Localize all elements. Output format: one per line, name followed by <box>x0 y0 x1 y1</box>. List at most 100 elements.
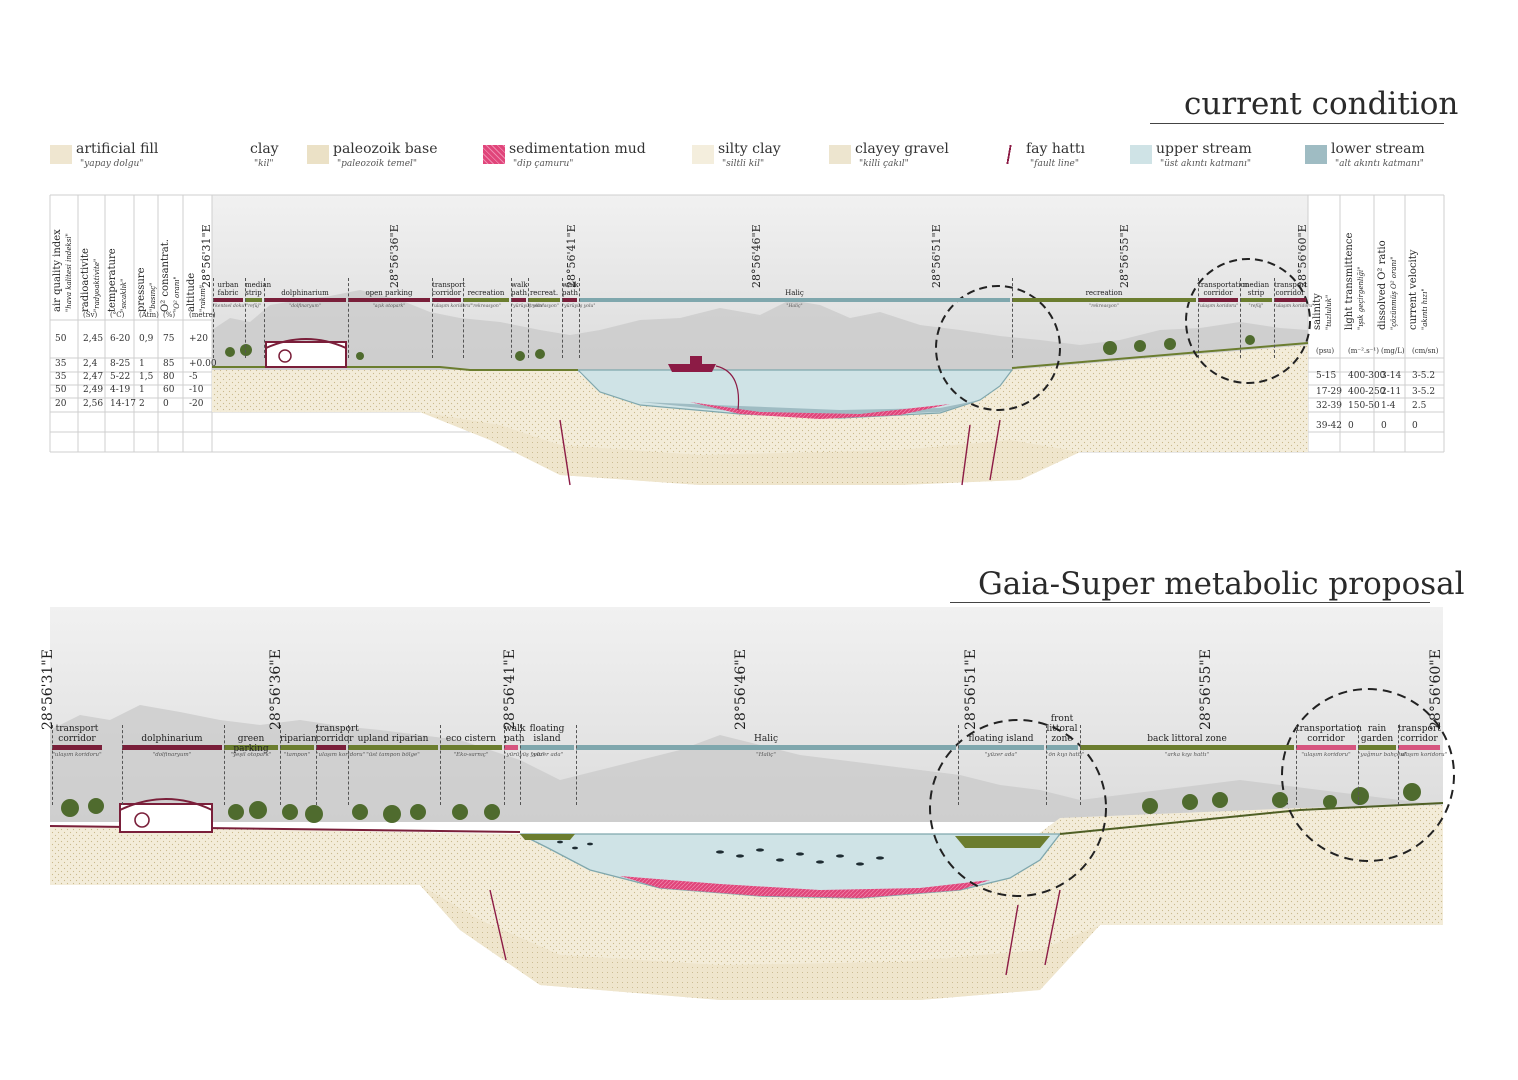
legend-name: silty clay <box>718 141 781 157</box>
proposal-focus-circle-2 <box>1281 688 1455 862</box>
left-unit: (metre) <box>189 311 216 319</box>
zone-divider <box>576 725 577 805</box>
legend-sub: "siltli kil" <box>722 159 765 169</box>
zone-label: transport corridor <box>1398 724 1441 744</box>
zone-sub: "üst tampon bölge" <box>366 752 420 758</box>
left-cell: 80 <box>163 372 175 382</box>
zone-band <box>1012 298 1196 302</box>
zone-divider <box>1046 725 1047 805</box>
zone-divider <box>1240 278 1241 358</box>
zone-sub: "açık otopark" <box>372 304 406 309</box>
left-unit: (Atm) <box>139 311 159 319</box>
proposal-right-slope <box>1059 802 1444 835</box>
left-cell: 6-20 <box>110 334 131 344</box>
left-unit: (°C) <box>110 311 125 319</box>
zone-label: median strip <box>1242 281 1270 297</box>
legend-swatch <box>307 145 329 164</box>
zone-divider <box>1274 278 1275 358</box>
proposal-floating-island-left <box>520 834 575 840</box>
zone-band <box>1198 298 1238 302</box>
right-cell: 0 <box>1412 421 1418 431</box>
zone-band <box>224 745 278 750</box>
zone-sub: "refüj" <box>246 304 261 309</box>
proposal-dolphinarium-building <box>119 798 213 833</box>
right-cell: 39-42 <box>1316 421 1342 431</box>
right-cell: 17-29 <box>1316 387 1342 397</box>
zone-band <box>1080 745 1294 750</box>
legend-sub: "dip çamuru" <box>513 159 574 169</box>
left-cell: 1 <box>139 359 145 369</box>
proposal-city-silhouette <box>50 705 1443 822</box>
zone-divider <box>52 725 53 805</box>
zone-label: median strip <box>245 281 272 297</box>
right-cell: 3-14 <box>1381 371 1402 381</box>
left-cell: 35 <box>55 372 67 382</box>
zone-band <box>1240 298 1272 302</box>
zone-band <box>348 745 438 750</box>
proposal-title-rule <box>950 602 1430 603</box>
zone-label: walk path <box>504 724 526 744</box>
zone-divider <box>348 278 349 358</box>
zone-band <box>316 745 346 750</box>
zone-label: open parking <box>365 289 413 297</box>
zone-sub: "kentsel doku" <box>213 304 247 309</box>
zone-label: green parking <box>233 734 269 754</box>
zone-band <box>562 298 577 302</box>
legend-name: clay <box>250 141 279 157</box>
right-cell: 3-5.2 <box>1412 371 1436 381</box>
zone-band <box>1046 745 1078 750</box>
zone-divider <box>520 725 521 805</box>
zone-sub: "Eko-sarnıç" <box>453 752 489 758</box>
right-cell: 2-11 <box>1381 387 1402 397</box>
zone-band <box>264 298 346 302</box>
left-cell: 5-22 <box>110 372 131 382</box>
zone-band <box>1274 298 1306 302</box>
left-cell: 2 <box>139 399 145 409</box>
legend-sub: "killi çakıl" <box>859 159 909 169</box>
legend-sub: "yapay dolgu" <box>80 159 144 169</box>
proposal-ground-fill <box>50 805 1443 1000</box>
zone-sub: "rekreasyon" <box>529 304 559 309</box>
right-unit: (mg/L) <box>1381 347 1405 355</box>
legend-name: paleozoik base <box>333 141 438 157</box>
left-cell: 35 <box>55 359 67 369</box>
right-cell: 3-5.2 <box>1412 387 1436 397</box>
zone-divider <box>511 278 512 358</box>
proposal-paleozoik <box>420 885 1100 1000</box>
left-cell: 20 <box>55 399 67 409</box>
zone-label: Haliç <box>753 734 778 744</box>
zone-sub: "dolfinaryum" <box>289 304 321 309</box>
current-focus-circle-2 <box>1185 258 1311 384</box>
zone-band <box>1398 745 1440 750</box>
coordinate-label: 28°56'41"E <box>502 649 518 730</box>
left-cell: 8-25 <box>110 359 131 369</box>
left-cell: -10 <box>189 385 204 395</box>
left-cell: 75 <box>163 334 175 344</box>
zone-band <box>463 298 509 302</box>
zone-sub: "yeşil otopark" <box>230 752 272 758</box>
zone-band <box>213 298 243 302</box>
current-dredger-boat <box>668 364 716 372</box>
legend-name: clayey gravel <box>855 141 949 157</box>
left-unit: (Sv) <box>83 311 98 319</box>
right-unit: (m⁻².s⁻¹) <box>1348 347 1379 355</box>
zone-sub: "yüzer ada" <box>530 752 564 758</box>
coordinate-label: 28°56'60"E <box>1428 649 1444 730</box>
zone-label: transportation corridor <box>1198 281 1250 297</box>
zone-label: rain garden <box>1360 724 1394 744</box>
right-cell: 2.5 <box>1412 401 1427 411</box>
legend-swatch <box>829 145 851 164</box>
zone-divider <box>440 725 441 805</box>
zone-band <box>245 298 262 302</box>
proposal-fish <box>557 840 884 866</box>
zone-divider <box>224 725 225 805</box>
zone-divider <box>528 278 529 358</box>
proposal-focus-circle-1 <box>929 719 1107 897</box>
zone-label: recreat. <box>529 289 559 297</box>
legend-name: sedimentation mud <box>509 141 646 157</box>
right-cell: 1-4 <box>1381 401 1396 411</box>
zone-band <box>348 298 430 302</box>
proposal-floating-island-right <box>955 836 1050 848</box>
zone-divider <box>348 725 349 805</box>
